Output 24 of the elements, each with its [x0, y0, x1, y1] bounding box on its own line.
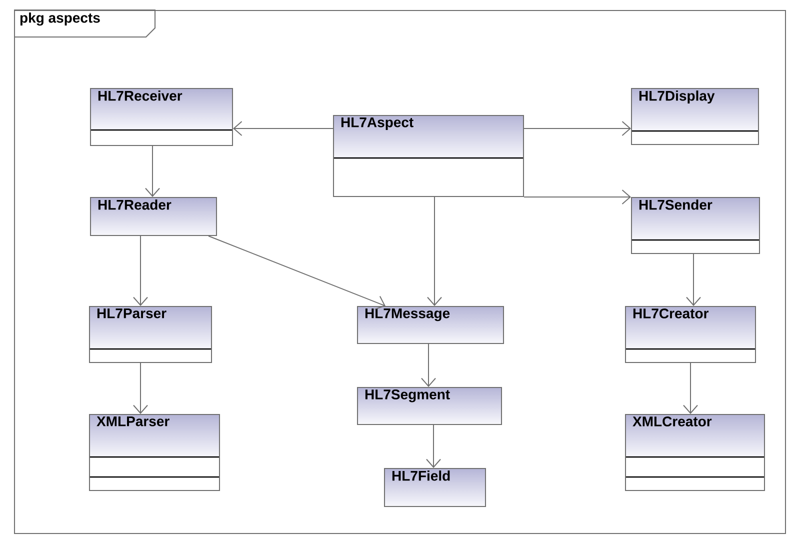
arrow	[427, 196, 442, 306]
class-box: HL7Display	[631, 88, 759, 145]
class-box: HL7Message	[357, 306, 504, 344]
arrow	[421, 344, 436, 387]
arrow	[145, 146, 160, 197]
class-box: HL7Creator	[625, 306, 756, 363]
arrow	[133, 362, 148, 414]
class-box: HL7Receiver	[90, 88, 233, 146]
class-box: HL7Aspect	[333, 115, 524, 197]
arrow	[686, 254, 701, 306]
arrow	[683, 362, 698, 414]
arrow	[426, 424, 441, 468]
class-box: HL7Reader	[90, 197, 217, 236]
class-box: HL7Field	[384, 468, 486, 507]
arrow	[524, 121, 631, 136]
arrow	[133, 236, 148, 306]
class-box: XMLCreator	[625, 414, 765, 491]
arrow	[524, 190, 631, 204]
class-box: HL7Sender	[631, 197, 760, 254]
class-box: HL7Segment	[357, 387, 502, 425]
arrow	[233, 121, 334, 136]
arrow	[208, 236, 386, 310]
class-box: XMLParser	[89, 414, 220, 491]
class-box: HL7Parser	[89, 306, 212, 363]
